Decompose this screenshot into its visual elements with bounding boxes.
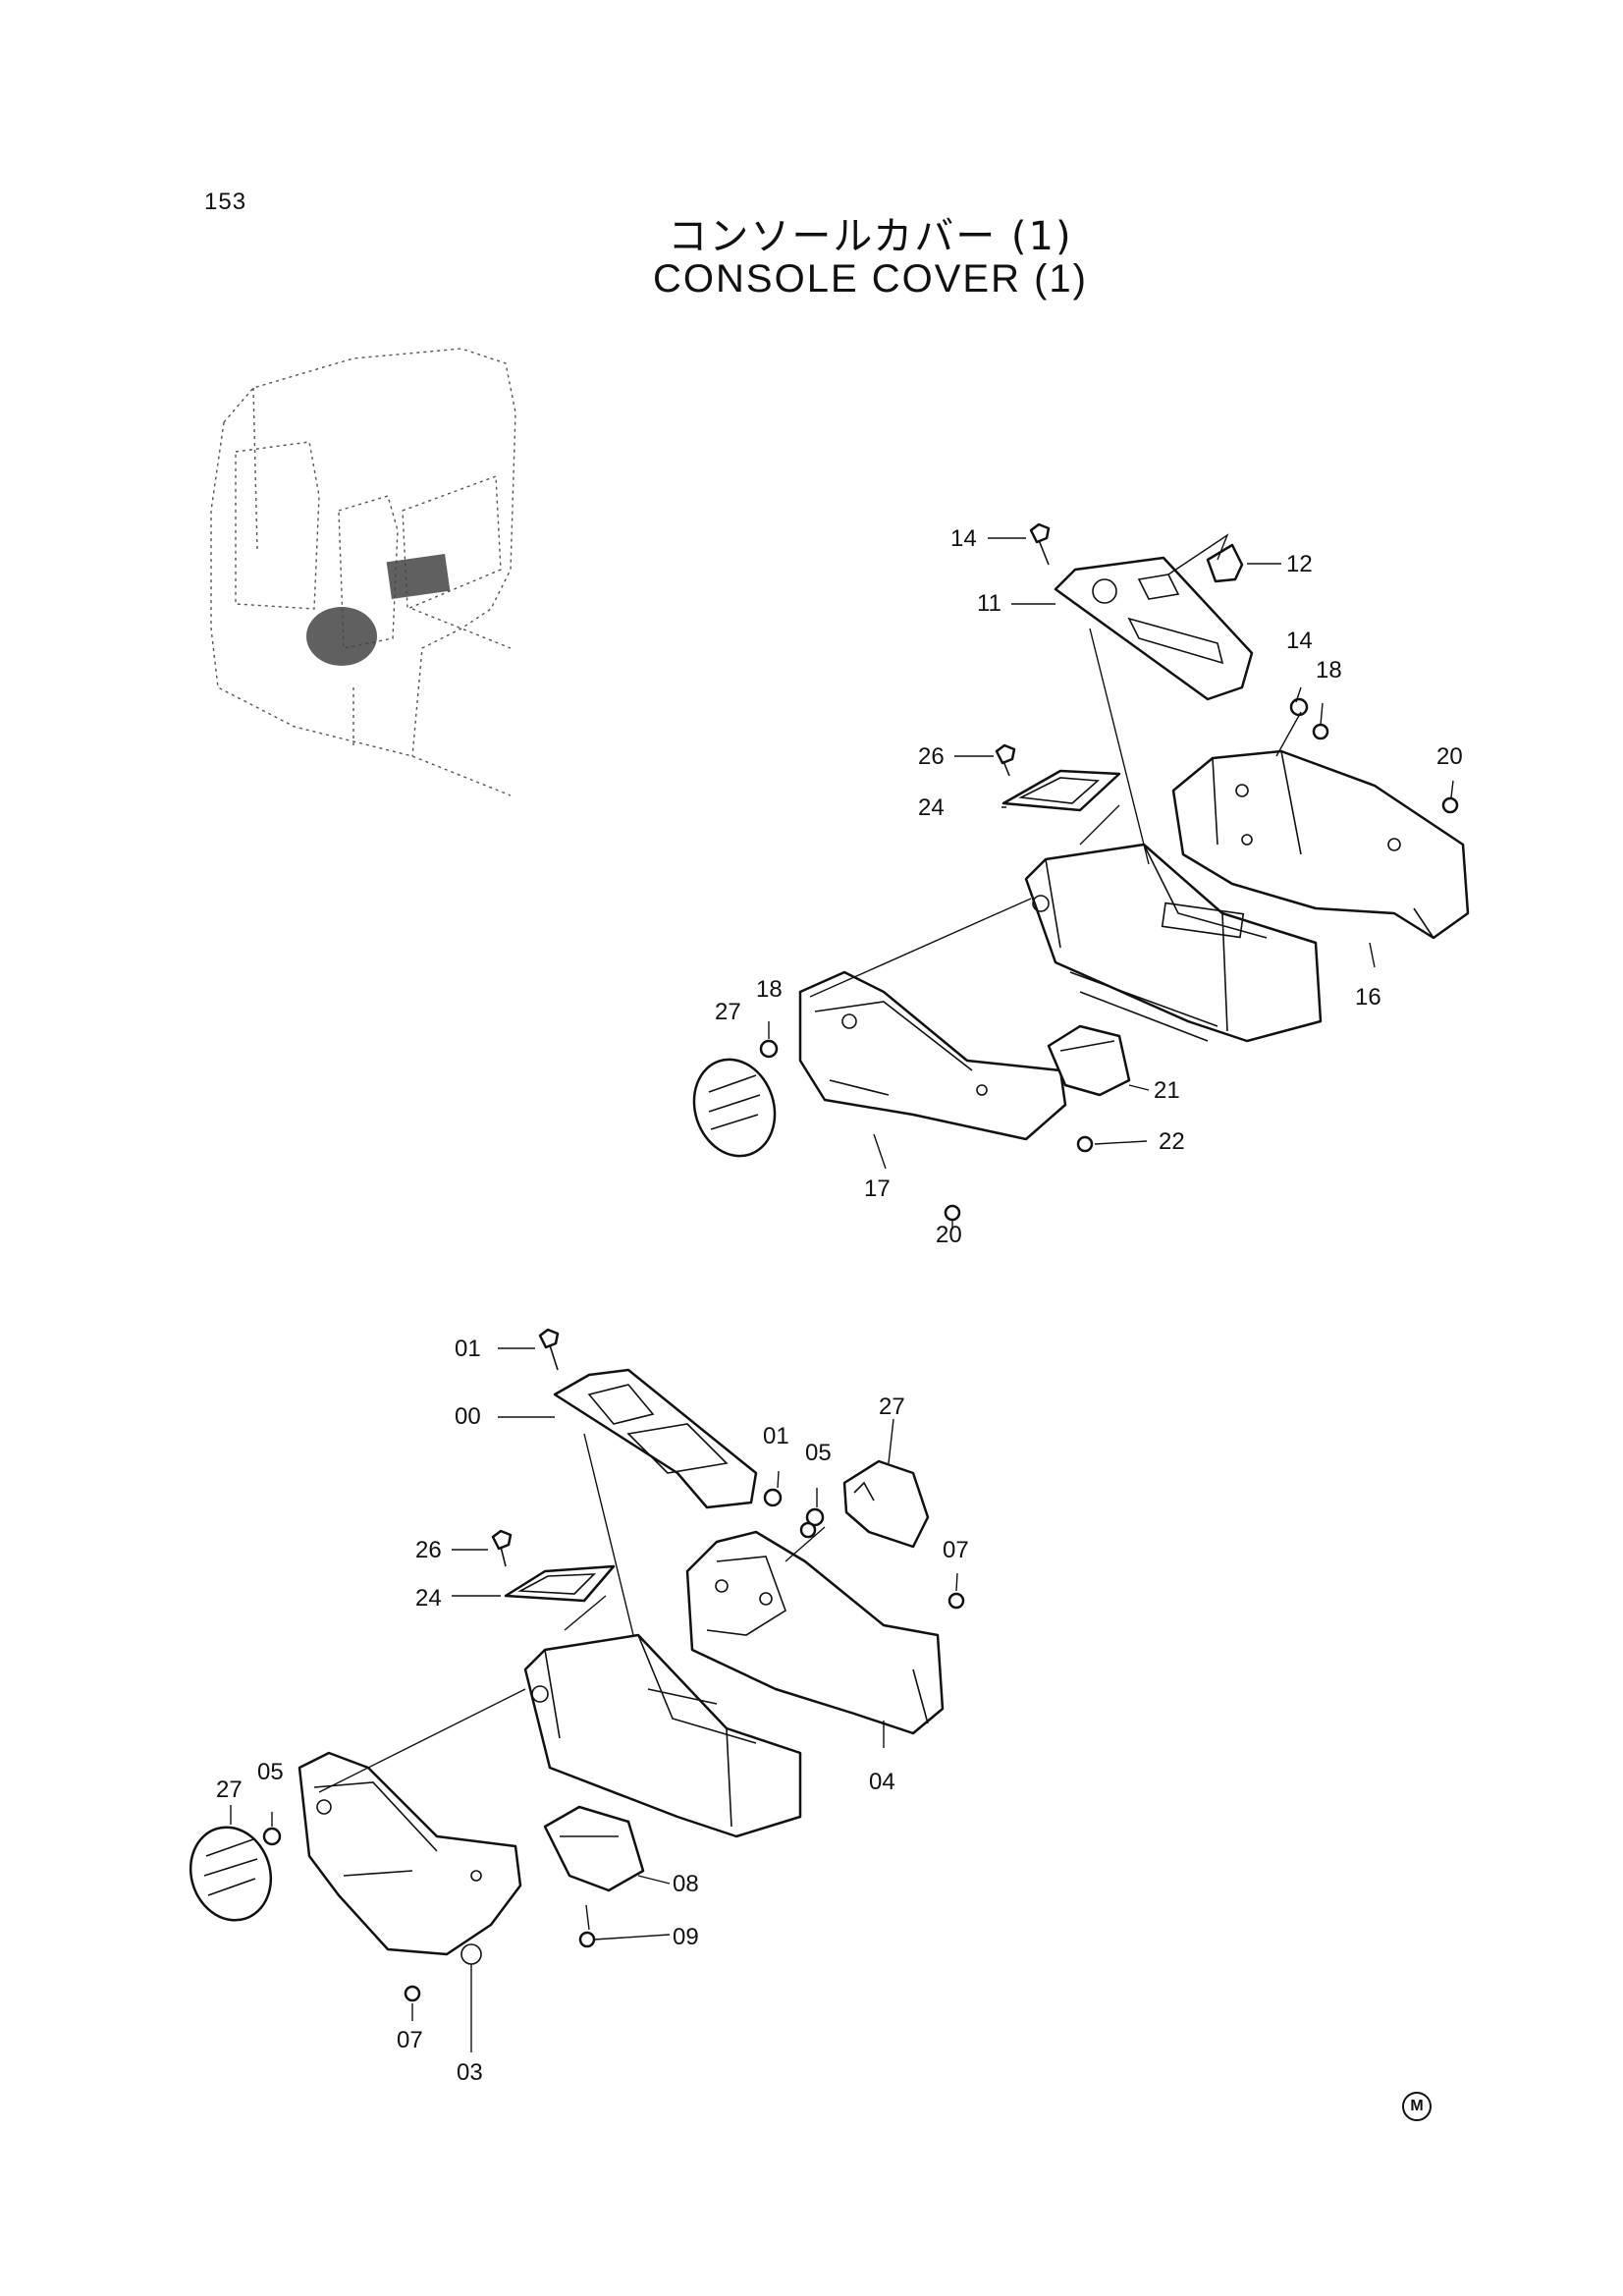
label-14b: 14 [1286,628,1313,654]
label-04: 04 [869,1769,895,1795]
m-mark: M [1402,2092,1432,2121]
label-12: 12 [1286,551,1313,577]
label-09: 09 [673,1924,699,1950]
label-05: 05 [805,1440,832,1466]
page-number: 153 [204,189,247,215]
label-07: 07 [943,1537,969,1563]
label-14: 14 [950,525,977,552]
label-18b: 18 [756,976,783,1003]
part-27-cap-upper [692,1058,777,1158]
label-17: 17 [864,1175,891,1202]
part-04-side-cover [685,1530,945,1735]
title-japanese: コンソールカバー (1) [668,214,1073,259]
cab-location-sketch [210,348,516,796]
label-22: 22 [1159,1128,1185,1155]
part-03-front-cover [298,1751,522,1956]
label-27-left: 27 [216,1777,243,1803]
label-00: 00 [455,1403,481,1430]
part-11-top-cover [1054,556,1254,701]
label-20b: 20 [936,1222,962,1248]
label-27: 27 [715,999,741,1025]
label-27-right: 27 [879,1394,905,1420]
label-24-lower: 24 [415,1585,442,1612]
part-00-top-cover [553,1368,758,1509]
label-11: 11 [977,590,1001,617]
label-16: 16 [1355,984,1381,1011]
label-01b: 01 [763,1423,789,1449]
label-18: 18 [1316,657,1342,683]
label-07b: 07 [397,2027,423,2053]
title-english: CONSOLE COVER (1) [653,257,1088,301]
upper-exploded-diagram: 14 12 11 14 18 26 20 24 16 27 18 21 22 1… [692,522,1470,1248]
label-26-lower: 26 [415,1537,442,1563]
label-20: 20 [1436,743,1463,770]
label-08: 08 [673,1871,699,1897]
part-27-cap-right [842,1459,930,1549]
label-03: 03 [457,2059,483,2086]
label-21: 21 [1154,1077,1180,1104]
label-01: 01 [455,1336,481,1362]
label-26: 26 [918,743,945,770]
part-16-side-cover [1171,749,1470,940]
part-27-cap-left [189,1826,273,1922]
lower-exploded-diagram: 01 00 01 05 27 26 07 24 04 27 05 08 09 0… [189,1328,969,2086]
lower-console-frame [523,1633,802,1838]
label-24: 24 [918,794,945,821]
part-17-front-cover [798,970,1067,1141]
label-05b: 05 [257,1759,284,1785]
